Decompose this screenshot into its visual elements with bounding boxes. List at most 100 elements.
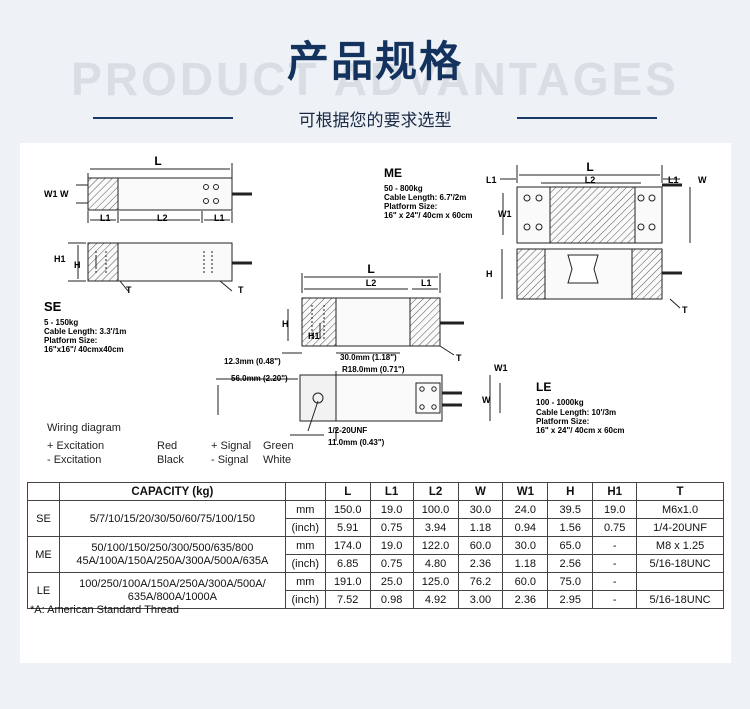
thread-cell: M8 x 1.25 xyxy=(636,536,724,555)
value-cell: 24.0 xyxy=(502,500,549,519)
capacity-cell: 5/7/10/15/20/30/50/60/75/100/150 xyxy=(58,500,286,537)
me-line-3: Platform Size: xyxy=(384,202,437,211)
value-cell: 39.5 xyxy=(547,500,594,519)
right-label-l: L xyxy=(586,160,593,174)
background-word: PRODUCT ADVANTAGES xyxy=(71,53,679,105)
unit-cell: (inch) xyxy=(284,590,326,609)
se-label-l1b: L1 xyxy=(214,213,225,223)
wiring-title: Wiring diagram xyxy=(47,422,121,434)
capacity-cell: 100/250/100A/150A/250A/300A/500A/ 635A/8… xyxy=(58,572,286,609)
wiring-row: - Excitation Black - Signal White xyxy=(47,453,294,467)
me-label-l2: L2 xyxy=(366,278,377,288)
le-line-2: Cable Length: 10'/3m xyxy=(536,408,616,417)
header-cell: W xyxy=(457,482,504,501)
se-line-4: 16"x16"/ 40cmx40cm xyxy=(44,345,124,354)
right-label-h: H xyxy=(486,269,493,279)
value-cell: - xyxy=(592,536,638,555)
le-name: LE xyxy=(536,380,551,394)
divider-right xyxy=(517,117,657,119)
se-label-t2: T xyxy=(238,285,244,295)
value-cell: 19.0 xyxy=(369,500,414,519)
spec-table: CAPACITY (kg) L L1 L2 W W1 H H1 T SE 5/7… xyxy=(27,482,724,609)
value-cell: 1.18 xyxy=(457,518,504,537)
header-cell: CAPACITY (kg) xyxy=(58,482,286,501)
value-cell: 1.18 xyxy=(502,554,549,573)
page-title: 产品规格 xyxy=(286,37,463,86)
unit-cell: mm xyxy=(284,536,326,555)
value-cell: 4.80 xyxy=(412,554,459,573)
header-cell: L2 xyxy=(412,482,459,501)
le-line-1: 100 - 1000kg xyxy=(536,398,584,407)
value-cell: 6.85 xyxy=(324,554,371,573)
table-row: (inch) 7.52 0.98 4.92 3.00 2.36 2.95 - 5… xyxy=(28,590,724,609)
wiring-label: + Excitation xyxy=(47,440,105,452)
right-label-t: T xyxy=(682,305,688,315)
value-cell: 60.0 xyxy=(502,572,549,591)
header: PRODUCT ADVANTAGES 产品规格 可根据您的要求选型 xyxy=(0,0,750,140)
se-line-3: Platform Size: xyxy=(44,336,97,345)
header-cell: W1 xyxy=(502,482,549,501)
me-dim-12: 12.3mm (0.48") xyxy=(224,357,281,366)
table-row: ME 50/100/150/250/300/500/635/800 45A/10… xyxy=(27,536,724,573)
se-label-t1: T xyxy=(126,285,132,295)
page-subtitle: 可根据您的要求选型 xyxy=(298,111,452,131)
value-cell: 122.0 xyxy=(412,536,459,555)
me-name: ME xyxy=(384,166,402,180)
value-cell: 5.91 xyxy=(324,518,371,537)
value-cell: 0.75 xyxy=(369,518,414,537)
header-cell: H1 xyxy=(592,482,638,501)
value-cell: 19.0 xyxy=(369,536,414,555)
value-cell: 3.00 xyxy=(457,590,504,609)
right-label-w: W xyxy=(698,175,707,185)
wiring-label: - Signal xyxy=(211,454,249,466)
se-label-l2: L2 xyxy=(157,213,168,223)
value-cell: 30.0 xyxy=(457,500,504,519)
table-row: (inch) 5.91 0.75 3.94 1.18 0.94 1.56 0.7… xyxy=(28,518,724,537)
value-cell: 2.95 xyxy=(547,590,594,609)
value-cell: 65.0 xyxy=(547,536,594,555)
thread-cell: 5/16-18UNC xyxy=(636,554,724,573)
value-cell: - xyxy=(592,572,638,591)
header-cell: L xyxy=(324,482,371,501)
wiring-color: Red xyxy=(157,440,178,452)
me-line-1: 50 - 800kg xyxy=(384,184,423,193)
se-drawing xyxy=(68,163,252,292)
capacity-cell: 50/100/150/250/300/500/635/800 45A/100A/… xyxy=(58,536,286,573)
value-cell: 75.0 xyxy=(547,572,594,591)
wiring-color: Green xyxy=(263,440,294,452)
header-cell: L1 xyxy=(369,482,414,501)
right-label-l2: L2 xyxy=(585,175,596,185)
model-cell: SE xyxy=(27,500,60,537)
le-dim-56: 56.0mm (2.20") xyxy=(231,374,288,383)
me-label-h: H xyxy=(282,319,289,329)
me-label-l: L xyxy=(367,262,374,276)
me-right-drawing xyxy=(500,165,691,309)
value-cell: 7.52 xyxy=(324,590,371,609)
unit-cell: (inch) xyxy=(284,554,326,573)
se-label-h: H xyxy=(74,260,81,270)
thread-cell: 1/4-20UNF xyxy=(636,518,724,537)
value-cell: 2.36 xyxy=(457,554,504,573)
value-cell: 0.98 xyxy=(369,590,414,609)
capacity-line: 100/250/100A/150A/250A/300A/500A/ xyxy=(79,577,266,590)
me-dim-30: 30.0mm (1.18") xyxy=(340,353,397,362)
capacity-line: 50/100/150/250/300/500/635/800 xyxy=(91,541,254,554)
table-row: LE 100/250/100A/150A/250A/300A/500A/ 635… xyxy=(27,572,724,609)
wiring-label: + Signal xyxy=(211,440,252,452)
capacity-line: 45A/100A/150A/250A/300A/500A/635A xyxy=(76,554,269,567)
thread-cell: M6x1.0 xyxy=(636,500,724,519)
right-label-l1a: L1 xyxy=(486,175,497,185)
value-cell: 19.0 xyxy=(592,500,638,519)
wiring-row: + Excitation Red + Signal Green xyxy=(47,439,294,453)
me-label-h1: H1 xyxy=(308,331,320,341)
value-cell: 76.2 xyxy=(457,572,504,591)
header-cell xyxy=(27,482,60,501)
model-cell: ME xyxy=(27,536,60,573)
header-cell xyxy=(284,482,326,501)
value-cell: 4.92 xyxy=(412,590,459,609)
se-label-w1w: W1 W xyxy=(44,189,69,199)
value-cell: 0.75 xyxy=(592,518,638,537)
wiring-label: - Excitation xyxy=(47,454,102,466)
se-line-2: Cable Length: 3.3'/1m xyxy=(44,327,126,336)
unit-cell: mm xyxy=(284,572,326,591)
